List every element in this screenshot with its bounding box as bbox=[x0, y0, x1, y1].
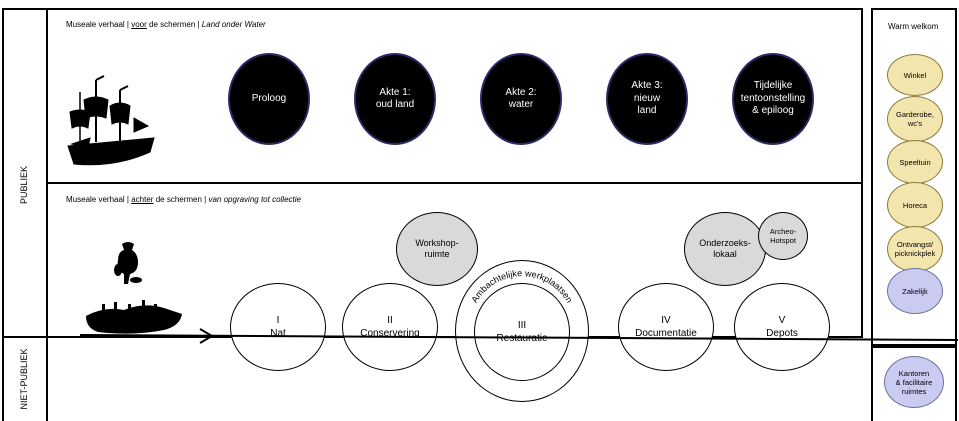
workshop-room-circle[interactable]: Workshop- ruimte bbox=[396, 212, 478, 286]
nonpublic-zone-label: NIET-PUBLIEK bbox=[19, 348, 29, 410]
welcome-panel-frame bbox=[871, 8, 957, 346]
nonpublic-left-border bbox=[2, 336, 4, 421]
stage-circle-depots[interactable]: V Depots bbox=[734, 283, 830, 371]
facility-cloakroom[interactable]: Garderobe, wc's bbox=[887, 96, 943, 142]
act-circle-3[interactable]: Akte 3: nieuw land bbox=[606, 53, 688, 145]
facility-catering[interactable]: Horeca bbox=[887, 182, 943, 228]
facility-playground[interactable]: Speeltuin bbox=[887, 140, 943, 184]
process-flow-arrow bbox=[80, 328, 959, 344]
welcome-panel-title: Warm welkom bbox=[888, 22, 939, 31]
ship-icon bbox=[67, 75, 155, 166]
act-circle-prologue[interactable]: Proloog bbox=[228, 53, 310, 145]
archeo-hotspot-circle[interactable]: Archeo- Hotspot bbox=[758, 212, 808, 260]
act-circle-1[interactable]: Akte 1: oud land bbox=[354, 53, 436, 145]
excavated-object-icon bbox=[114, 242, 142, 284]
public-zone-label: PUBLIEK bbox=[19, 165, 29, 205]
behind-the-scenes-heading: Museale verhaal | achter de schermen | v… bbox=[66, 195, 301, 204]
shipwreck-icon bbox=[86, 300, 182, 334]
act-circle-2[interactable]: Akte 2: water bbox=[480, 53, 562, 145]
facility-shop[interactable]: Winkel bbox=[887, 54, 943, 96]
facility-business[interactable]: Zakelijk bbox=[887, 268, 943, 314]
stage-circle-documentatie[interactable]: IV Documentatie bbox=[618, 283, 714, 371]
act-circle-epilogue[interactable]: Tijdelijke tentoonstelling & epiloog bbox=[732, 53, 814, 145]
facility-reception[interactable]: Ontvangst/ picknickplek bbox=[887, 226, 943, 272]
stage-circle-nat[interactable]: I Nat bbox=[230, 283, 326, 371]
stage-circle-conservering[interactable]: II Conservering bbox=[342, 283, 438, 371]
nonpublic-side-frame bbox=[871, 346, 957, 421]
front-of-house-heading: Museale verhaal | voor de schermen | Lan… bbox=[66, 20, 266, 29]
facility-offices[interactable]: Kantoren & facilitaire ruimtes bbox=[884, 356, 944, 408]
research-room-circle[interactable]: Onderzoeks- lokaal bbox=[684, 212, 766, 286]
nonpublic-inner-border bbox=[46, 336, 48, 421]
